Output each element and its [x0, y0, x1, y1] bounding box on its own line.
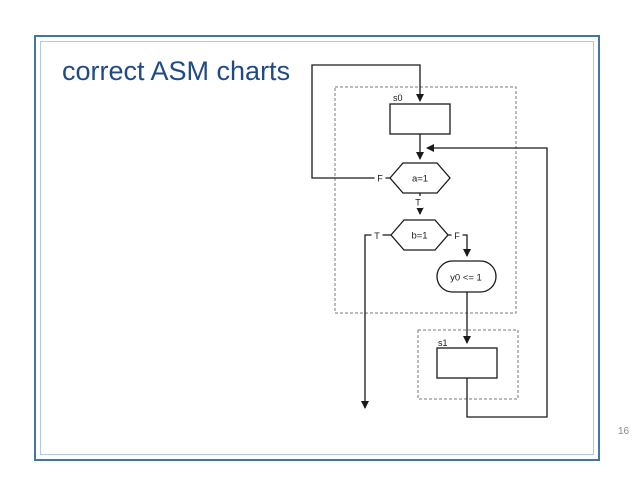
branch-a-false-label-bg	[374, 172, 386, 184]
state-s1-box	[436, 347, 498, 379]
branch-b-false-label-bg	[451, 229, 463, 242]
branch-b-true-label: T	[374, 231, 380, 241]
state-s0-label: s0	[393, 93, 403, 103]
state-s0-dashed-boundary	[334, 86, 517, 314]
slide-frame	[34, 35, 600, 461]
decision-a-hexagon	[389, 162, 451, 194]
path-a-false-to-s0	[311, 64, 424, 179]
output-y0-label: y0 <= 1	[450, 273, 482, 284]
path-s1-feedback-to-a	[426, 144, 548, 418]
branch-a-false-label: F	[377, 174, 383, 184]
slide-title: correct ASM charts	[62, 56, 291, 86]
output-y0-oval	[436, 260, 497, 293]
branch-a-true-label: T	[415, 198, 421, 208]
decision-b-label: b=1	[411, 231, 427, 242]
decision-b-hexagon	[390, 219, 449, 251]
branch-b-true-label-bg	[371, 229, 383, 242]
path-b-true-exit	[361, 234, 391, 409]
page-number: 16	[618, 426, 630, 437]
slide-inner-border	[40, 41, 594, 455]
decision-a-label: a=1	[412, 174, 428, 185]
branch-b-false-label: F	[454, 231, 460, 241]
state-s0-box	[389, 103, 451, 135]
branch-a-true-label-bg	[412, 196, 424, 208]
state-s1-dashed-boundary	[417, 329, 519, 400]
state-s1-label: s1	[438, 338, 448, 348]
